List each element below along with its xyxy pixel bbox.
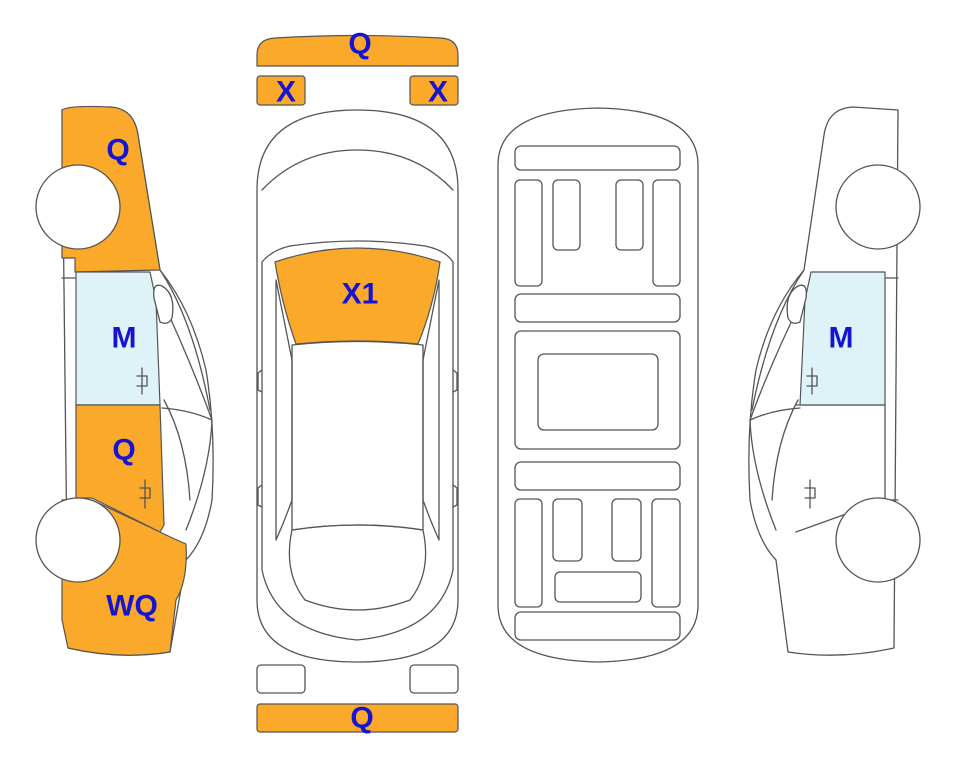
left-rear-quarter-label: WQ	[106, 590, 158, 623]
underbody-view	[497, 107, 699, 663]
left-rear-door-handle-icon	[139, 479, 151, 509]
right-door-handle	[452, 484, 458, 508]
left-side-rear-window	[161, 407, 213, 531]
underbody-panel	[514, 145, 681, 171]
underbody-panel	[514, 611, 681, 641]
right-rear-tire	[835, 497, 921, 583]
right-side-rear-pillar	[771, 399, 799, 501]
left-front-door-handle-icon	[136, 367, 148, 395]
right-front-door-handle-icon	[806, 367, 818, 395]
left-mirror	[257, 369, 263, 393]
front-light-left-label: X	[276, 76, 296, 109]
underbody-panel	[554, 571, 642, 603]
left-side-view: Q M Q WQ	[35, 105, 214, 656]
underbody-panel	[514, 293, 681, 323]
right-side-mirror	[786, 284, 807, 324]
rear-light-left[interactable]	[256, 664, 306, 694]
left-door-handle	[257, 484, 263, 508]
underbody-panel	[537, 353, 659, 431]
right-mirror	[452, 369, 458, 393]
hood-label: X1	[342, 278, 379, 311]
underbody-panel	[552, 498, 583, 562]
left-side-a-pillar	[159, 269, 211, 411]
right-front-door-glass-label: M	[829, 322, 854, 355]
front-bumper-label: Q	[348, 28, 371, 61]
left-front-door-glass-label: M	[112, 322, 137, 355]
left-rear-tire	[35, 497, 121, 583]
rear-light-right[interactable]	[409, 664, 459, 694]
right-side-view: M	[748, 106, 921, 656]
underbody-panel	[552, 179, 581, 251]
front-light-right-label: X	[428, 76, 448, 109]
rear-window-outline	[288, 524, 427, 611]
top-view-body-outline	[256, 109, 459, 663]
left-side-rear-pillar	[163, 399, 191, 501]
hood-crease-line	[261, 149, 454, 191]
underbody-panel	[514, 498, 543, 608]
underbody-panel	[651, 498, 681, 608]
front-bumper-part[interactable]	[256, 34, 459, 67]
left-front-fender-label: Q	[106, 134, 129, 167]
right-side-rear-window	[749, 407, 801, 531]
front-light-right-part[interactable]	[409, 75, 459, 106]
right-front-tire	[835, 164, 921, 250]
left-front-tire	[35, 164, 121, 250]
right-rear-door-handle-icon	[804, 479, 816, 509]
underbody-panel	[615, 179, 644, 251]
underbody-panel	[514, 179, 543, 287]
underbody-panel	[514, 461, 681, 491]
underbody-panel	[652, 179, 681, 287]
hood-part[interactable]	[274, 247, 441, 345]
front-light-left-part[interactable]	[256, 75, 306, 106]
rear-bumper-label: Q	[350, 702, 373, 735]
top-view-car: X1	[256, 109, 459, 663]
left-front-door-label: Q	[112, 434, 135, 467]
rear-bumper-part[interactable]	[256, 703, 459, 733]
left-front-door-glass-part[interactable]	[75, 271, 161, 406]
right-side-a-pillar	[751, 269, 805, 411]
left-side-mirror	[153, 284, 174, 324]
cabin-outline	[261, 240, 454, 641]
underbody-panel	[611, 498, 642, 562]
right-front-door-glass-part[interactable]	[799, 271, 886, 406]
